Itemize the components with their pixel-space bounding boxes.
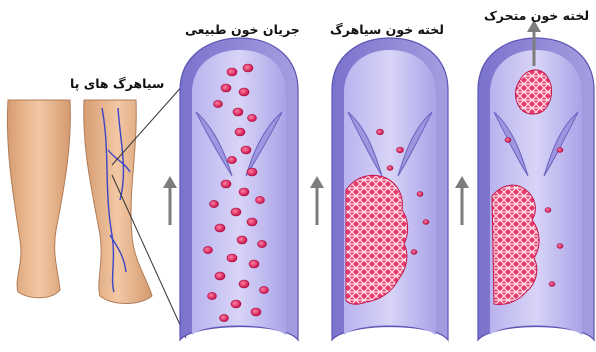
label-normal-flow: جریان خون طبیعی [185, 22, 300, 37]
red-blood-cell [241, 146, 251, 154]
red-blood-cell [239, 188, 249, 196]
red-blood-cell [227, 254, 237, 262]
red-blood-cell [214, 100, 223, 107]
flow-arrow-3 [455, 176, 469, 225]
red-blood-cell [235, 128, 245, 136]
red-blood-cell [231, 208, 241, 216]
red-blood-cell [247, 168, 257, 176]
red-blood-cell [221, 180, 231, 188]
red-blood-cell [227, 68, 237, 76]
red-blood-cell [220, 314, 229, 321]
vessel-dvt [332, 38, 448, 340]
label-leg-veins: سیاهرگ های پا [70, 76, 164, 91]
red-blood-cell [233, 108, 243, 116]
red-blood-cell [258, 240, 267, 247]
right-leg [84, 100, 152, 304]
red-blood-cell [545, 208, 551, 213]
red-blood-cell [557, 244, 563, 249]
red-blood-cell [208, 292, 217, 299]
red-blood-cell [248, 114, 257, 121]
flow-arrow-1 [163, 176, 177, 225]
label-dvt-clot: لخته خون سیاهرگ [330, 22, 444, 37]
label-moving-clot: لخته خون متحرک [484, 8, 589, 23]
red-blood-cell [251, 308, 261, 316]
vessel-embolus [478, 20, 594, 340]
red-blood-cell [221, 84, 231, 92]
red-blood-cell [260, 286, 269, 293]
red-blood-cell [377, 129, 384, 135]
red-blood-cell [243, 64, 253, 72]
red-blood-cell [228, 156, 237, 163]
legs-illustration [7, 100, 152, 304]
red-blood-cell [549, 282, 555, 287]
vessel-normal-flow [180, 38, 298, 340]
left-leg [7, 100, 70, 298]
red-blood-cell [417, 192, 423, 197]
red-blood-cell [249, 260, 259, 268]
red-blood-cell [239, 280, 249, 288]
flow-arrow-2 [310, 176, 324, 225]
red-blood-cell [557, 148, 563, 153]
red-blood-cell [411, 250, 417, 255]
red-blood-cell [423, 220, 429, 225]
red-blood-cell [237, 236, 247, 244]
red-blood-cell [247, 218, 257, 226]
red-blood-cell [387, 166, 393, 171]
red-blood-cell [215, 272, 225, 280]
red-blood-cell [397, 147, 404, 153]
red-blood-cell [210, 200, 219, 207]
red-blood-cell [231, 300, 241, 308]
red-blood-cell [256, 196, 265, 203]
red-blood-cell [239, 88, 249, 96]
red-blood-cell [204, 246, 213, 253]
red-blood-cell [505, 138, 511, 143]
red-blood-cell [215, 224, 225, 232]
